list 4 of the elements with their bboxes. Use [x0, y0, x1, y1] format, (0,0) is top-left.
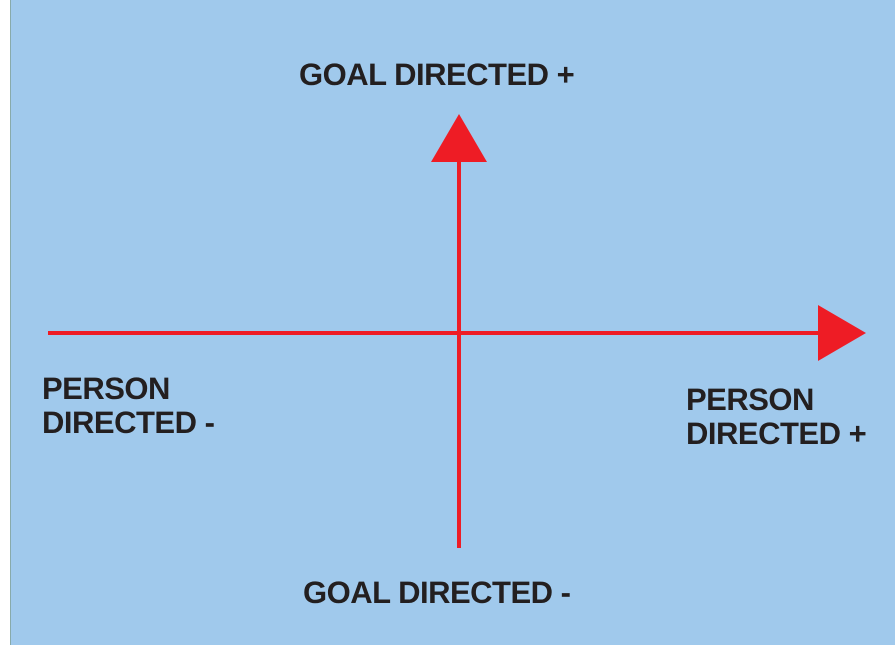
axis-label: PERSON DIRECTED - [42, 372, 216, 440]
axis-label: GOAL DIRECTED + [299, 58, 576, 92]
axis-label: GOAL DIRECTED - [303, 576, 572, 610]
axis-label: PERSON DIRECTED + [686, 383, 868, 451]
